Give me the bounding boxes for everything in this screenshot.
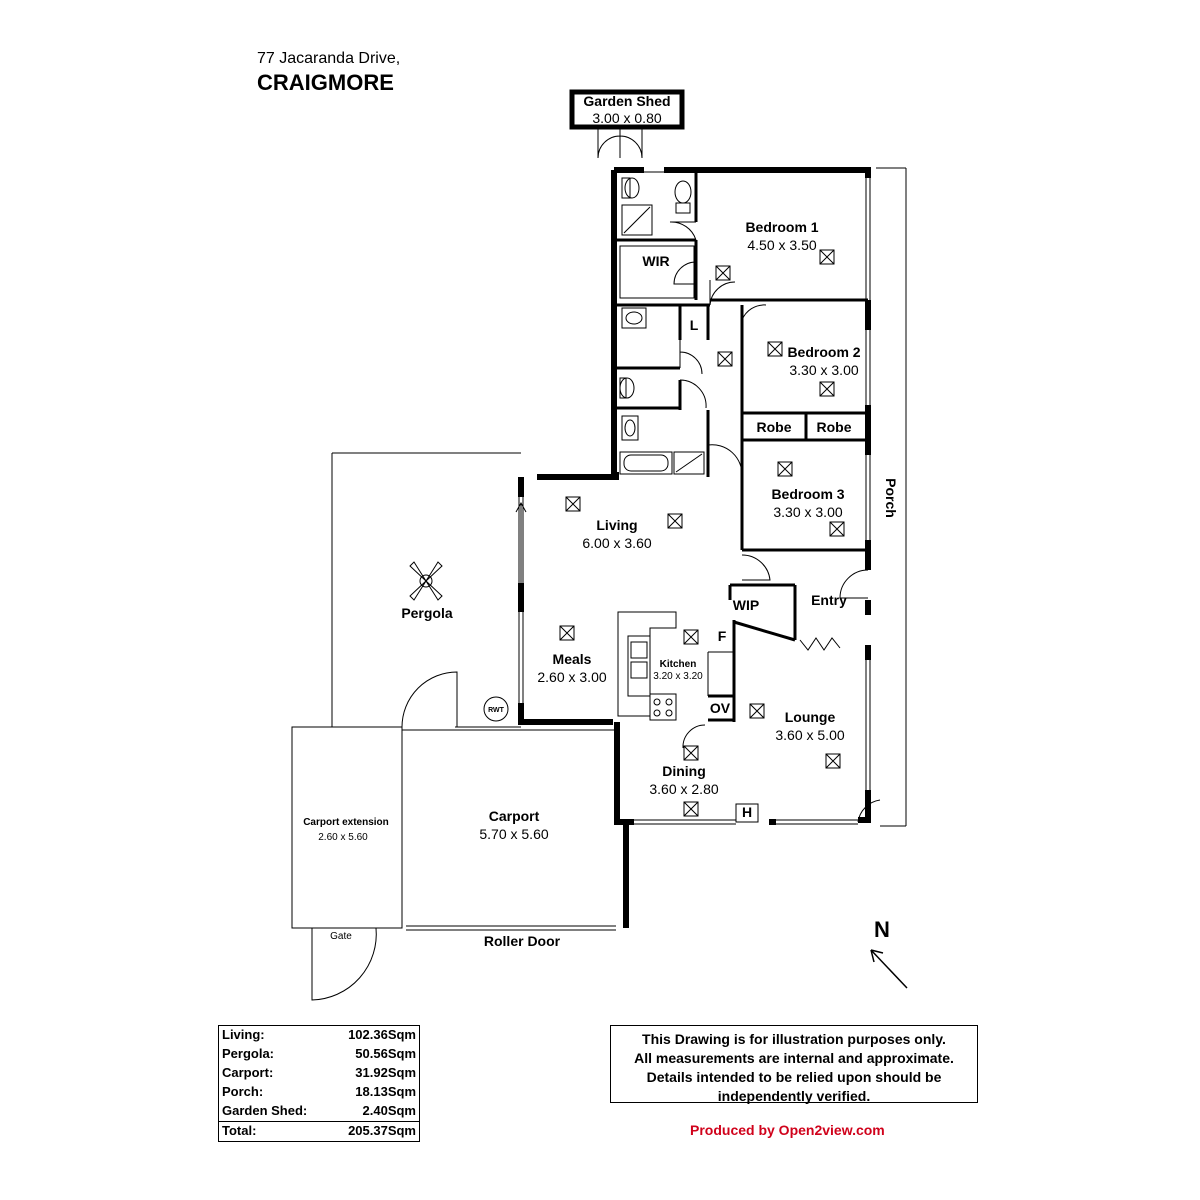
label-carport-extension: Carport extension [303,817,389,828]
disclaimer-line: All measurements are internal and approx… [634,1050,954,1066]
label-bedroom-3: Bedroom 3 [771,486,844,502]
disclaimer-line: Details intended to be relied upon shoul… [646,1069,942,1085]
disclaimer-line: This Drawing is for illustration purpose… [642,1031,946,1047]
area-value: 2.40Sqm [362,1103,416,1118]
dims-lounge: 3.60 x 5.00 [775,727,844,743]
dims-living: 6.00 x 3.60 [582,535,651,551]
outdoor-outlines [291,452,617,1001]
porch-outline [876,167,907,827]
label-meals: Meals [553,651,592,667]
area-label: Garden Shed: [222,1103,308,1118]
area-row: Pergola: 50.56Sqm [219,1045,419,1064]
label-porch: Porch [883,478,899,518]
heater-box [735,803,759,823]
bathroom-fixtures [619,177,705,475]
ceiling-fan-icon [409,561,443,601]
label-robe-2: Robe [817,419,852,435]
label-wip: WIP [733,597,759,613]
label-lounge: Lounge [785,709,836,725]
north-arrow-icon [870,949,908,989]
dims-dining: 3.60 x 2.80 [649,781,718,797]
label-bedroom-2: Bedroom 2 [787,344,860,360]
dims-carport-extension: 2.60 x 5.60 [318,832,368,843]
dims-bedroom-2: 3.30 x 3.00 [789,362,858,378]
garden-shed [569,89,685,159]
credit-link[interactable]: Produced by Open2view.com [690,1122,885,1138]
disclaimer-line: independently verified. [717,1088,871,1104]
label-wir: WIR [642,253,669,269]
address-suburb: CRAIGMORE [257,70,394,95]
dims-garden-shed: 3.00 x 0.80 [592,110,661,126]
label-oven: OV [710,700,731,716]
label-entry: Entry [811,592,847,608]
label-gate: Gate [330,931,352,942]
label-pergola: Pergola [401,605,453,621]
label-garden-shed: Garden Shed [583,93,670,109]
dims-kitchen: 3.20 x 3.20 [653,671,703,682]
area-row: Carport: 31.92Sqm [219,1064,419,1083]
area-value: 18.13Sqm [355,1084,416,1099]
area-value: 50.56Sqm [355,1046,416,1061]
area-total-row: Total: 205.37Sqm [219,1121,419,1141]
label-fridge: F [718,628,727,644]
area-row: Garden Shed: 2.40Sqm [219,1102,419,1121]
area-row: Living: 102.36Sqm [219,1026,419,1045]
total-label: Total: [222,1123,257,1138]
windows [518,171,871,825]
label-carport: Carport [489,808,540,824]
area-value: 102.36Sqm [348,1027,416,1042]
label-roller-door: Roller Door [484,933,561,949]
label-heater: H [742,804,752,820]
dims-carport: 5.70 x 5.60 [479,826,548,842]
disclaimer-box: This Drawing is for illustration purpose… [610,1025,978,1104]
dims-bedroom-3: 3.30 x 3.00 [773,504,842,520]
label-dining: Dining [662,763,706,779]
area-label: Carport: [222,1065,274,1080]
area-label: Pergola: [222,1046,275,1061]
bifold-door [799,637,841,651]
label-robe-1: Robe [757,419,792,435]
doors [515,221,881,823]
compass-label: N [874,917,890,942]
label-bedroom-1: Bedroom 1 [745,219,818,235]
area-label: Porch: [222,1084,264,1099]
kitchen-bench [617,611,734,721]
address-street: 77 Jacaranda Drive, [257,50,401,67]
light-markers [559,249,845,817]
total-value: 205.37Sqm [348,1123,416,1138]
dims-meals: 2.60 x 3.00 [537,669,606,685]
label-living: Living [596,517,637,533]
area-row: Porch: 18.13Sqm [219,1083,419,1102]
label-linen: L [690,317,699,333]
area-value: 31.92Sqm [355,1065,416,1080]
dims-bedroom-1: 4.50 x 3.50 [747,237,816,253]
rainwater-tank [483,696,509,722]
interior-walls [614,170,868,722]
area-label: Living: [222,1027,265,1042]
house-walls [518,167,871,928]
label-rwt: RWT [488,707,505,714]
label-kitchen: Kitchen [660,659,697,670]
area-schedule: Living: 102.36Sqm Pergola: 50.56Sqm Carp… [218,1025,420,1142]
